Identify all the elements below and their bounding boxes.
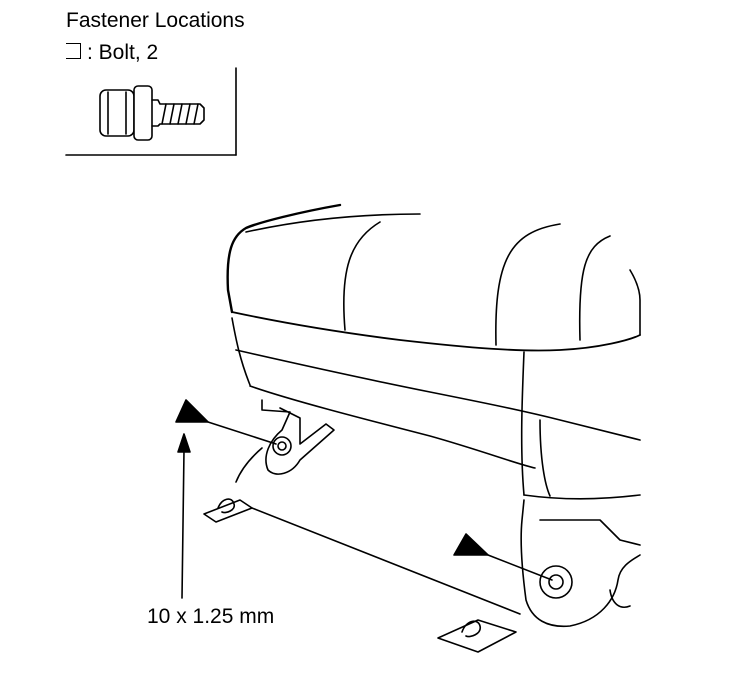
seat-cushion-illustration	[203, 203, 641, 653]
location-triangle-marker-left	[175, 399, 209, 423]
legend-frame	[65, 67, 237, 156]
legend-title: Fastener Locations	[66, 9, 245, 32]
location-triangle-marker-right	[453, 533, 489, 556]
legend-entry-text: : Bolt, 2	[87, 41, 159, 64]
flange-bolt-icon	[99, 85, 205, 141]
fastener-callouts	[175, 399, 553, 599]
bracket-marker-icon	[66, 43, 81, 60]
dimension-arrowhead	[177, 433, 191, 453]
dimension-label: 10 x 1.25 mm	[147, 605, 275, 628]
dimension-leader	[181, 449, 185, 599]
legend-entry: : Bolt, 2	[66, 40, 158, 66]
